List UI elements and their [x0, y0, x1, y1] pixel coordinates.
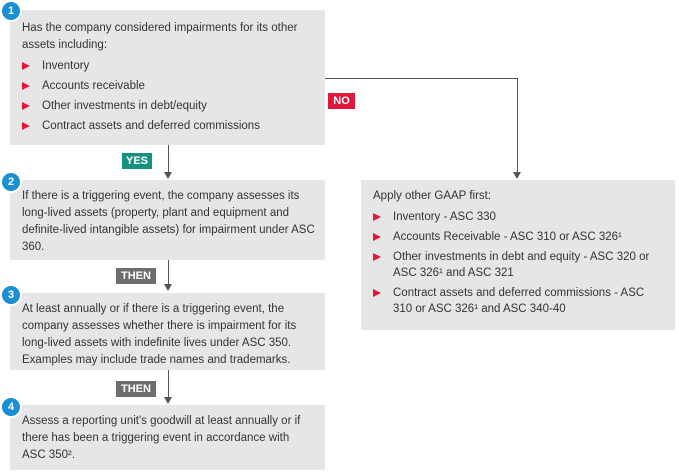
bullet-triangle-icon: [373, 289, 381, 297]
step-3-box: At least annually or if there is a trigg…: [10, 293, 325, 370]
connector-line: [168, 145, 169, 173]
then-label: THEN: [116, 268, 156, 284]
then-label: THEN: [116, 381, 156, 397]
bullet-triangle-icon: [22, 102, 30, 110]
bullet-triangle-icon: [22, 62, 30, 70]
step-number-3: 3: [0, 284, 22, 306]
list-item: Other investments in debt/equity: [22, 98, 315, 114]
bullet-triangle-icon: [373, 233, 381, 241]
no-connector-line: [517, 78, 518, 173]
connector-line: [168, 370, 169, 398]
bullet-triangle-icon: [22, 122, 30, 130]
arrow-down-icon: [164, 397, 172, 404]
list-item: Accounts receivable: [22, 78, 315, 94]
step-number-2: 2: [0, 171, 22, 193]
list-item: Inventory - ASC 330: [373, 209, 665, 225]
bullet-triangle-icon: [373, 213, 381, 221]
list-item: Contract assets and deferred commissions: [22, 118, 315, 134]
bullet-triangle-icon: [373, 253, 381, 261]
step-number-4: 4: [0, 396, 22, 418]
step-3-text: At least annually or if there is a trigg…: [22, 303, 297, 366]
step-2-text: If there is a triggering event, the comp…: [22, 190, 315, 253]
list-item: Other investments in debt and equity - A…: [373, 249, 665, 281]
no-label: NO: [328, 93, 355, 109]
connector-line: [168, 260, 169, 285]
yes-label: YES: [122, 153, 152, 169]
other-gaap-box: Apply other GAAP first: Inventory - ASC …: [361, 180, 675, 330]
other-gaap-title: Apply other GAAP first:: [373, 190, 492, 202]
bullet-triangle-icon: [22, 82, 30, 90]
arrow-down-icon: [164, 172, 172, 179]
list-item: Contract assets and deferred commissions…: [373, 285, 665, 317]
step-1-box: Has the company considered impairments f…: [10, 10, 325, 145]
no-connector-line: [325, 78, 517, 79]
step-2-box: If there is a triggering event, the comp…: [10, 180, 325, 260]
list-item: Inventory: [22, 58, 315, 74]
step-1-text: Has the company considered impairments f…: [22, 22, 298, 51]
step-number-1: 1: [0, 0, 22, 22]
arrow-down-icon: [513, 172, 521, 179]
step-4-text: Assess a reporting unit's goodwill at le…: [22, 415, 301, 461]
step-4-box: Assess a reporting unit's goodwill at le…: [10, 405, 325, 470]
list-item: Accounts Receivable - ASC 310 or ASC 326…: [373, 229, 665, 245]
arrow-down-icon: [164, 284, 172, 291]
